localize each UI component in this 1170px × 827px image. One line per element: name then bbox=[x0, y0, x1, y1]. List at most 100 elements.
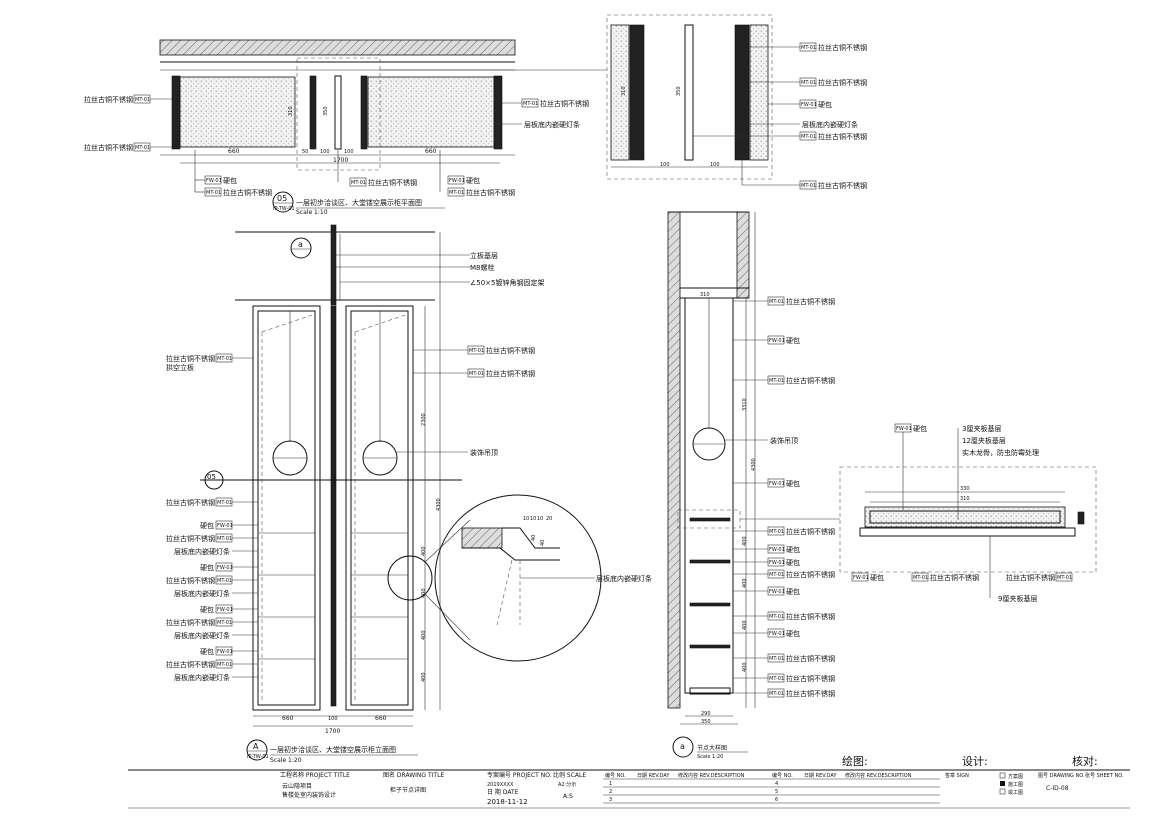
section-note-5: 硬包 bbox=[786, 479, 800, 488]
material-code: FW-01 bbox=[769, 338, 785, 344]
material-tag bbox=[799, 131, 817, 141]
elev-number: A bbox=[253, 742, 259, 751]
detail-leader-3: 硬包 bbox=[818, 100, 832, 109]
material-code: MT-01 bbox=[801, 45, 816, 51]
plan-leader-left-b: 拉丝古铜不锈钢 bbox=[84, 143, 133, 152]
section-scale: Scale 1:20 bbox=[697, 754, 723, 760]
rev-header: 编号 NO. bbox=[605, 772, 626, 779]
material-code: MT-01 bbox=[769, 614, 784, 620]
rev-no: 4 bbox=[775, 781, 778, 787]
material-tag bbox=[521, 98, 539, 108]
scale-value: A2:分示 bbox=[558, 781, 576, 788]
material-code: MT-01 bbox=[769, 572, 784, 578]
center-post bbox=[330, 305, 337, 707]
material-tag bbox=[767, 611, 785, 621]
material-code: MT-01 bbox=[217, 662, 232, 668]
plan-dim-660a: 660 bbox=[228, 148, 240, 155]
section-shelf bbox=[689, 517, 731, 522]
shelf-profile bbox=[502, 527, 560, 549]
elev-sheet-ref: IP-TW-01 bbox=[247, 754, 269, 760]
elev-dim-660b: 660 bbox=[375, 715, 387, 722]
rev-no: 2 bbox=[609, 789, 612, 795]
material-tag bbox=[467, 345, 485, 355]
elev-dim-4300: 4300 bbox=[436, 498, 442, 511]
shelf-profile bbox=[462, 547, 560, 561]
detail-dim: 40 bbox=[540, 540, 546, 546]
plan-dim-350: 350 bbox=[323, 106, 329, 116]
detail-dim-100: 100 bbox=[660, 162, 670, 168]
material-tag bbox=[467, 368, 485, 378]
plan-post-center bbox=[334, 75, 342, 150]
plan-post-center-right bbox=[360, 75, 368, 150]
material-tag bbox=[447, 187, 465, 197]
section-shelf bbox=[689, 644, 731, 649]
stage-checkbox-checked[interactable] bbox=[1000, 781, 1005, 786]
material-code: MT-01 bbox=[801, 134, 816, 140]
projno-label: 专案编号 PROJECT NO. bbox=[487, 771, 552, 779]
plan-post-center-left bbox=[309, 75, 317, 150]
project-label: 工程名称 PROJECT TITLE bbox=[280, 771, 350, 779]
shelf-section bbox=[461, 527, 503, 549]
sec-dim-400b: 400 bbox=[742, 578, 748, 588]
scale-label: 比例 SCALE bbox=[553, 771, 586, 779]
callout-line bbox=[424, 593, 471, 641]
stage-checkbox[interactable] bbox=[999, 788, 1006, 795]
plan-detail-border bbox=[606, 14, 773, 180]
sec-dim-290: 290 bbox=[701, 711, 711, 717]
rev-no: 5 bbox=[775, 789, 778, 795]
material-tag bbox=[1055, 572, 1073, 582]
rev-header: 签章 SIGN bbox=[945, 772, 969, 779]
plan-leader-right-b: 层板底内嵌硬灯条 bbox=[524, 120, 580, 129]
section-note-15: 拉丝古铜不锈钢 bbox=[786, 689, 835, 698]
left-note-6: 硬包 bbox=[200, 563, 214, 572]
material-code: MT-01 bbox=[206, 190, 221, 196]
material-code: FW-01 bbox=[769, 481, 785, 487]
material-code: MT-01 bbox=[769, 656, 784, 662]
plan-panel-right bbox=[367, 76, 495, 148]
left-note-5: 层板底内嵌硬灯条 bbox=[174, 547, 230, 556]
detail-leader-1: 拉丝古铜不锈钢 bbox=[818, 43, 867, 52]
section-note-12: 硬包 bbox=[786, 629, 800, 638]
material-tag bbox=[767, 335, 785, 345]
left-note-13: 拉丝古铜不锈钢 bbox=[166, 660, 215, 669]
material-code: MT-01 bbox=[217, 536, 232, 542]
plan-post-left bbox=[171, 75, 181, 150]
right-note-2: 拉丝古铜不锈钢 bbox=[486, 369, 535, 378]
node-note-2: 12厘夹板基层 bbox=[962, 436, 1006, 445]
section-title-bubble bbox=[672, 736, 694, 758]
node-base-plate bbox=[859, 527, 1076, 537]
left-note-9: 硬包 bbox=[200, 605, 214, 614]
detail-post-center bbox=[684, 24, 694, 161]
node-dim-330: 330 bbox=[960, 486, 970, 492]
plan-panel-left bbox=[179, 76, 296, 148]
detail-leader-2: 拉丝古铜不锈钢 bbox=[818, 78, 867, 87]
node-panel-inner bbox=[869, 510, 1061, 524]
material-tag bbox=[767, 375, 785, 385]
drawing-no-label: 图号 DRAWING NO. bbox=[1038, 773, 1085, 779]
stage-checkbox[interactable] bbox=[999, 772, 1006, 779]
plan-number: 05 bbox=[277, 194, 287, 203]
section-wall-right bbox=[736, 211, 750, 299]
cabinet-right bbox=[345, 305, 414, 711]
project-name-1: 云山隐项目 bbox=[282, 782, 312, 790]
plan-title: 一层初步洽谈区、大堂镂空展示柜平面图 bbox=[296, 198, 422, 207]
material-tag bbox=[767, 569, 785, 579]
section-mark-label: a bbox=[298, 240, 303, 249]
elev-title: 一层初步洽谈区、大堂镂空展示柜立面图 bbox=[270, 745, 396, 754]
material-code: MT-01 bbox=[801, 80, 816, 86]
material-code: FW-01 bbox=[769, 631, 785, 637]
plan-leader-center: 拉丝古铜不锈钢 bbox=[368, 178, 417, 187]
material-code: MT-01 bbox=[351, 180, 366, 186]
material-tag bbox=[767, 688, 785, 698]
rev-no: 1 bbox=[609, 781, 612, 787]
left-note-8: 层板底内嵌硬灯条 bbox=[174, 589, 230, 598]
project-name-2: 售楼处室内装饰设计 bbox=[282, 791, 336, 799]
section-note-3: 拉丝古铜不锈钢 bbox=[786, 376, 835, 385]
node-detail: 330 310 FW-01 硬包 3厘夹板基层 12厘夹板基层 实木龙骨，防虫防… bbox=[839, 423, 1097, 603]
left-note-11: 层板底内嵌硬灯条 bbox=[174, 631, 230, 640]
section-note-11: 拉丝古铜不锈钢 bbox=[786, 612, 835, 621]
plan-leader-right-c: 硬包 bbox=[466, 176, 480, 185]
detail-dim: 10 bbox=[523, 516, 529, 522]
drawing-name: 柜子节点详图 bbox=[390, 786, 426, 794]
